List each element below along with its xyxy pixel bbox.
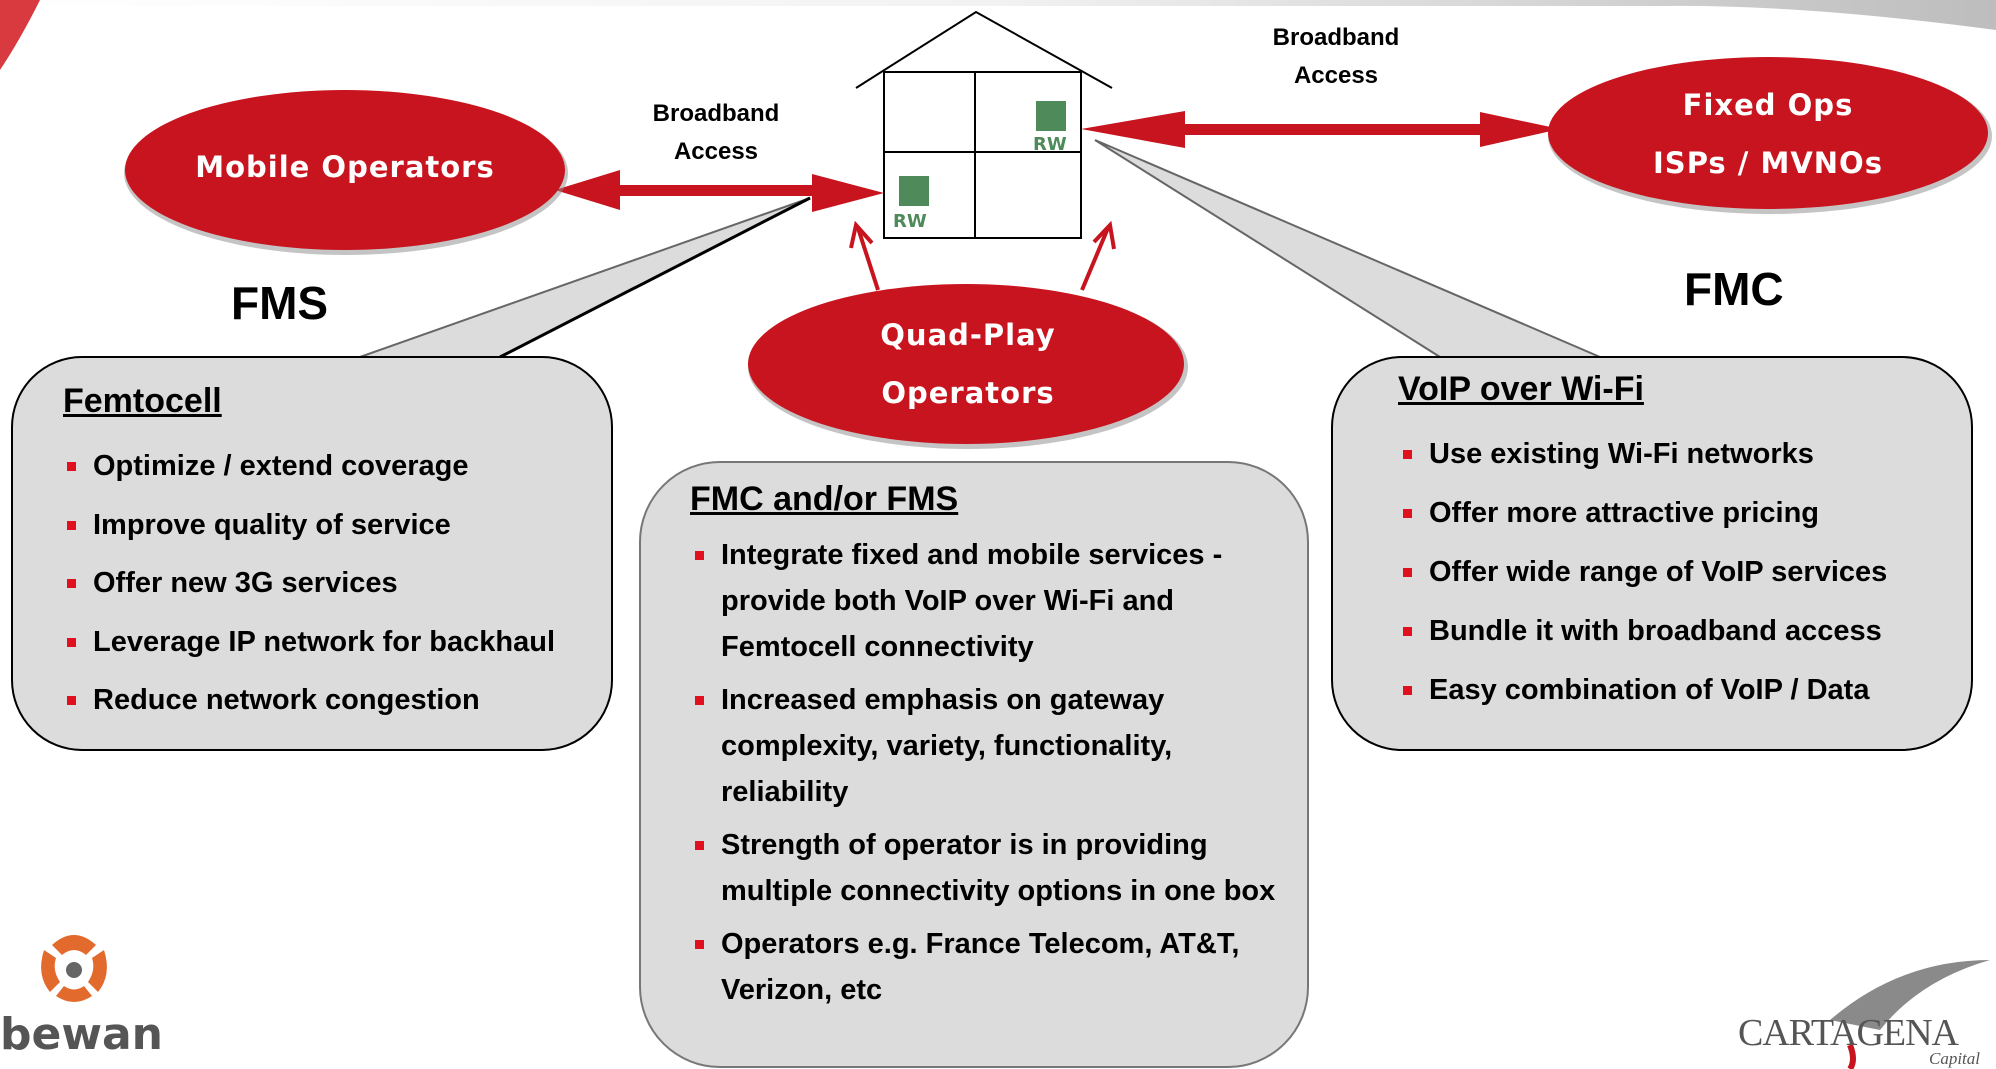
list-item: Bundle it with broadband access bbox=[1399, 602, 1979, 661]
femtocell-title: Femtocell bbox=[63, 382, 222, 420]
quad-play-line-1: Quad-Play bbox=[880, 318, 1056, 352]
quad-play-label: Quad-Play Operators bbox=[748, 306, 1188, 422]
rw-label-top: RW bbox=[1033, 134, 1067, 155]
list-item: Strength of operator is in providing mul… bbox=[691, 822, 1281, 914]
left-broadband-label: Broadband Access bbox=[616, 95, 816, 171]
fmc-fms-title: FMC and/or FMS bbox=[690, 480, 959, 518]
list-item: Reduce network congestion bbox=[63, 671, 623, 730]
list-item: Integrate fixed and mobile services - pr… bbox=[691, 532, 1281, 670]
right-broadband-line-1: Broadband bbox=[1272, 24, 1400, 51]
voip-title: VoIP over Wi-Fi bbox=[1398, 370, 1644, 408]
right-broadband-arrow bbox=[1081, 111, 1560, 148]
house-body bbox=[883, 71, 1082, 239]
cartagena-logo: CARTAGENA Capital bbox=[1738, 1013, 1992, 1069]
list-item: Use existing Wi-Fi networks bbox=[1399, 425, 1979, 484]
femtocell-list: Optimize / extend coverage Improve quali… bbox=[63, 437, 623, 730]
corner-red-swoosh bbox=[0, 0, 40, 70]
quad-play-arrows bbox=[849, 220, 1116, 291]
quad-play-line-2: Operators bbox=[881, 376, 1055, 410]
cartagena-swoosh bbox=[1830, 960, 1990, 1030]
bewan-logo-mark bbox=[41, 935, 107, 1002]
rw-box-bottom bbox=[899, 176, 929, 206]
fmc-heading: FMC bbox=[1684, 263, 1784, 315]
rw-box-top bbox=[1036, 101, 1066, 131]
list-item: Operators e.g. France Telecom, AT&T, Ver… bbox=[691, 921, 1281, 1013]
list-item: Leverage IP network for backhaul bbox=[63, 613, 623, 672]
fixed-ops-label: Fixed Ops ISPs / MVNOs bbox=[1548, 76, 1988, 192]
house-roof bbox=[855, 10, 1113, 89]
voip-panel-shape bbox=[1331, 356, 1973, 751]
left-broadband-arrow bbox=[555, 170, 884, 212]
fixed-ops-line-1: Fixed Ops bbox=[1682, 88, 1854, 122]
rw-label-bottom: RW bbox=[893, 211, 927, 232]
femtocell-panel-shape bbox=[11, 356, 613, 751]
bewan-logo-text: bewan bbox=[0, 1009, 164, 1060]
list-item: Optimize / extend coverage bbox=[63, 437, 623, 496]
fmc-fms-list: Integrate fixed and mobile services - pr… bbox=[691, 532, 1281, 1020]
fms-heading: FMS bbox=[231, 277, 329, 329]
mobile-operators-label: Mobile Operators bbox=[195, 150, 495, 184]
list-item: Easy combination of VoIP / Data bbox=[1399, 661, 1979, 720]
cartagena-wordmark: CARTAGENA bbox=[1738, 1012, 1959, 1054]
fixed-ops-line-2: ISPs / MVNOs bbox=[1653, 146, 1883, 180]
right-broadband-label: Broadband Access bbox=[1236, 19, 1436, 95]
cartagena-sub: Capital bbox=[1928, 1049, 1980, 1068]
list-item: Offer more attractive pricing bbox=[1399, 484, 1979, 543]
left-broadband-line-2: Access bbox=[673, 138, 759, 165]
left-broadband-line-1: Broadband bbox=[652, 100, 780, 127]
list-item: Improve quality of service bbox=[63, 496, 623, 555]
list-item: Offer wide range of VoIP services bbox=[1399, 543, 1979, 602]
list-item: Increased emphasis on gateway complexity… bbox=[691, 677, 1281, 815]
fmc-panel-shape bbox=[639, 461, 1309, 1068]
voip-list: Use existing Wi-Fi networks Offer more a… bbox=[1399, 425, 1979, 720]
right-broadband-line-2: Access bbox=[1293, 62, 1379, 89]
top-swoosh bbox=[0, 0, 1996, 30]
list-item: Offer new 3G services bbox=[63, 554, 623, 613]
